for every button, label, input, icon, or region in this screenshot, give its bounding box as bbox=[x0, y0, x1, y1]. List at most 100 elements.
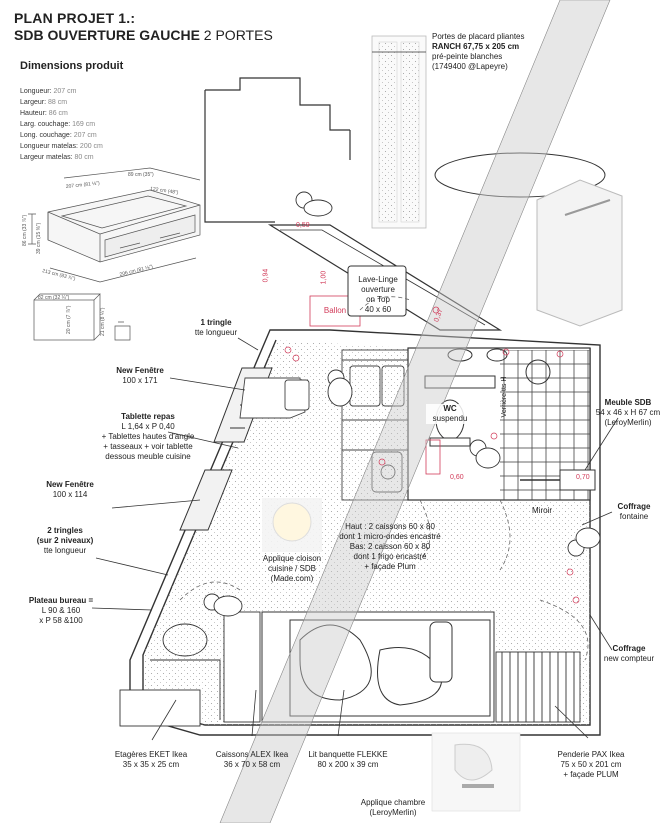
ceiling-ellipse bbox=[434, 152, 606, 198]
coffrage-compteur-title: Coffrage bbox=[612, 644, 646, 653]
person-icons bbox=[203, 191, 601, 617]
overlay-band-outline bbox=[219, 0, 611, 823]
sketch-dim-length: 207 cm (81 ½") bbox=[65, 179, 100, 190]
spec-value: 169 cm bbox=[70, 121, 96, 128]
eket-title: Etagères EKET Ikea bbox=[114, 750, 188, 759]
coffrage-compteur-sub: new compteur bbox=[603, 654, 655, 663]
applique-cloison-line1: Applique cloison bbox=[262, 554, 322, 563]
pax-title: Penderie PAX Ikea bbox=[557, 750, 625, 759]
spec-label: Largeur matelas: bbox=[20, 154, 73, 161]
window-2 bbox=[179, 469, 233, 531]
tringles2-levels: (sur 2 niveaux) bbox=[36, 536, 94, 545]
meuble-sdb-label: Meuble SDB 54 x 46 x H 67 cm (LeroyMerli… bbox=[592, 398, 664, 428]
eket-label: Etagères EKET Ikea 35 x 35 x 25 cm bbox=[106, 750, 196, 770]
spec-row: Hauteur: 86 cm bbox=[20, 110, 68, 117]
kitchen-line5: + façade Plum bbox=[364, 562, 416, 571]
coffrage-fontaine-label: Coffrage fontaine bbox=[606, 502, 662, 522]
ballon-label: Ballon bbox=[323, 306, 347, 315]
fenetre2-label: New Fenêtre 100 x 114 bbox=[30, 480, 110, 500]
tablette-line4: + tasseaux + voir tablette bbox=[103, 442, 193, 451]
fenetre1-size: 100 x 171 bbox=[122, 376, 158, 385]
spec-label: Largeur: bbox=[20, 99, 47, 106]
spec-label: Longueur matelas: bbox=[20, 143, 78, 150]
fenetre2-size: 100 x 114 bbox=[52, 490, 88, 499]
plan-subtitle: SDB OUVERTURE GAUCHE 2 PORTES bbox=[14, 27, 273, 43]
vanity-photo bbox=[536, 179, 623, 327]
verriere-label: Verrière tts H bbox=[501, 376, 508, 418]
spec-value: 207 cm bbox=[71, 132, 97, 139]
tringles2-label: 2 tringles (sur 2 niveaux) tte longueur bbox=[30, 526, 100, 556]
meuble-sdb-source: (LeroyMerlin) bbox=[604, 418, 652, 427]
portes-source: (1749400 @Lapeyre) bbox=[432, 62, 508, 71]
kitchen-line4: dont 1 frigo encastré bbox=[353, 552, 427, 561]
flekke-title: Lit banquette FLEKKE bbox=[308, 750, 388, 759]
applique-chambre-source: (LeroyMerlin) bbox=[369, 808, 417, 817]
tringles2-title: 2 tringles bbox=[47, 526, 83, 535]
spec-row: Longueur: 207 cm bbox=[20, 88, 76, 95]
portes-finish: pré-peinte blanches bbox=[432, 52, 503, 61]
tablette-line3: + Tablettes hautes d'angle bbox=[101, 432, 195, 441]
spec-label: Longueur: bbox=[20, 88, 52, 95]
spec-value: 80 cm bbox=[72, 154, 94, 161]
wc-title: WC bbox=[443, 404, 457, 413]
pax-size: 75 x 50 x 201 cm bbox=[560, 760, 622, 769]
coffrage-compteur-label: Coffrage new compteur bbox=[596, 644, 662, 664]
spec-value: 207 cm bbox=[51, 88, 77, 95]
plateau-title: Plateau bureau = bbox=[28, 596, 94, 605]
measure-070: 0,70 bbox=[576, 474, 590, 481]
alex-label: Caissons ALEX Ikea 36 x 70 x 58 cm bbox=[208, 750, 296, 770]
kitchen-line1: Haut : 2 caissons 60 x 80 bbox=[345, 522, 435, 531]
kitchen-line2: dont 1 micro-ondes encastré bbox=[339, 532, 441, 541]
kitchen-cabinets-label: Haut : 2 caissons 60 x 80 dont 1 micro-o… bbox=[334, 522, 446, 572]
folding-door-photo bbox=[371, 35, 427, 229]
alex-size: 36 x 70 x 58 cm bbox=[223, 760, 281, 769]
sketch-dim-extended: 122 cm (48") bbox=[150, 186, 179, 196]
sketch-dim-drawer-d: 21 cm (8 ¼") bbox=[100, 307, 106, 336]
spec-label: Long. couchage: bbox=[20, 132, 72, 139]
pink-markers bbox=[284, 306, 580, 604]
spec-row: Larg. couchage: 169 cm bbox=[20, 121, 95, 128]
plan-title: PLAN PROJET 1.: bbox=[14, 10, 136, 26]
applique-cloison-photo bbox=[262, 498, 322, 552]
flekke-size: 80 x 200 x 39 cm bbox=[317, 760, 379, 769]
sketch-dim-seat: 39 cm (15 ⅜") bbox=[36, 222, 42, 254]
spec-row: Longueur matelas: 200 cm bbox=[20, 143, 103, 150]
tringle-label: 1 tringle tte longueur bbox=[186, 318, 246, 338]
spec-row: Long. couchage: 207 cm bbox=[20, 132, 97, 139]
spec-label: Hauteur: bbox=[20, 110, 47, 117]
subtitle-light: 2 PORTES bbox=[199, 27, 273, 43]
pax-finish: + façade PLUM bbox=[563, 770, 619, 779]
dimensions-heading: Dimensions produit bbox=[20, 60, 124, 72]
spec-row: Largeur: 88 cm bbox=[20, 99, 67, 106]
spec-value: 86 cm bbox=[46, 110, 68, 117]
sketch-dim-width: 89 cm (35") bbox=[128, 172, 154, 178]
plateau-line2: L 90 & 160 bbox=[41, 606, 81, 615]
fenetre1-title: New Fenêtre bbox=[116, 366, 164, 375]
fenetre1-label: New Fenêtre 100 x 171 bbox=[104, 366, 176, 386]
wc-sub: suspendu bbox=[432, 414, 468, 423]
measure-059: 0,59 bbox=[296, 222, 310, 229]
tablette-label: Tablette repas L 1,64 x P 0,40 + Tablett… bbox=[88, 412, 208, 462]
lave-linge-label: Lave-Linge ouverture on Top 40 x 60 bbox=[350, 275, 406, 315]
tablette-size: L 1,64 x P 0,40 bbox=[121, 422, 175, 431]
measure-094: 0,94 bbox=[262, 268, 270, 283]
sketch-dim-height: 86 cm (33 ⅞") bbox=[22, 214, 28, 246]
meuble-sdb-title: Meuble SDB bbox=[604, 398, 652, 407]
wc-label: WC suspendu bbox=[426, 404, 474, 424]
tringles2-sub: tte longueur bbox=[43, 546, 87, 555]
portes-title: Portes de placard pliantes bbox=[432, 32, 525, 41]
drawer-sketch bbox=[33, 293, 131, 341]
door-swings bbox=[179, 296, 589, 661]
lave-linge-line2: on Top bbox=[366, 295, 390, 304]
lave-linge-line3: 40 x 60 bbox=[364, 305, 392, 314]
kitchen-line3: Bas: 2 caisson 60 x 80 bbox=[349, 542, 431, 551]
spec-row: Largeur matelas: 80 cm bbox=[20, 154, 94, 161]
flekke-label: Lit banquette FLEKKE 80 x 200 x 39 cm bbox=[300, 750, 396, 770]
lave-linge-box bbox=[347, 265, 407, 317]
measure-060: 0,60 bbox=[450, 474, 464, 481]
plateau-label: Plateau bureau = L 90 & 160 x P 58 &100 bbox=[26, 596, 96, 626]
sofa-bed-sketch bbox=[28, 167, 201, 283]
applique-chambre-photo bbox=[431, 732, 521, 812]
tringle-sub: tte longueur bbox=[194, 328, 238, 337]
applique-cloison-line2: cuisine / SDB bbox=[267, 564, 317, 573]
